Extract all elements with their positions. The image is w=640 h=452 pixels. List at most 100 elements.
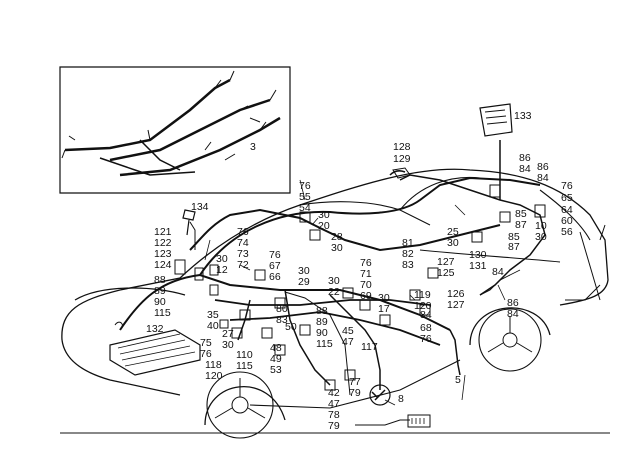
label-76f: 76 [420,333,432,345]
label-54: 54 [299,202,311,214]
label-10: 10 [535,220,547,232]
label-84e: 84 [420,309,432,321]
label-12: 12 [216,264,228,276]
label-30h: 30 [378,292,390,304]
label-81: 81 [402,237,414,249]
label-30i: 30 [222,339,234,351]
label-84a: 84 [519,163,531,175]
label-86c: 86 [507,297,519,309]
label-67: 67 [269,260,281,272]
label-53: 53 [270,364,282,376]
label-120b: 120 [205,370,223,382]
label-88b: 88 [154,274,166,286]
label-84c: 84 [492,266,504,278]
label-68: 68 [420,322,432,334]
label-28: 28 [331,231,343,243]
label-inset-3: 3 [250,141,256,153]
label-85a: 85 [515,208,527,220]
label-30c: 30 [318,209,330,221]
label-90b: 90 [154,296,166,308]
label-82: 82 [402,248,414,260]
label-25: 25 [447,226,459,238]
label-122: 122 [154,237,172,249]
label-60: 60 [561,215,573,227]
label-30e: 30 [216,253,228,265]
label-88a: 88 [316,305,328,317]
label-118: 118 [205,359,222,371]
label-40: 40 [207,320,219,332]
label-30g: 30 [328,275,340,287]
label-8: 8 [398,393,404,405]
label-83: 83 [402,259,414,271]
label-124: 124 [154,259,172,271]
label-71: 71 [360,268,372,280]
label-83b: 83 [276,314,288,326]
label-30b: 30 [447,237,459,249]
label-90a: 90 [316,327,328,339]
label-117: 117 [361,341,378,353]
label-79b: 79 [349,387,361,399]
label-89a: 89 [316,316,328,328]
label-89b: 89 [154,285,166,297]
label-76e: 76 [269,249,281,261]
callout-labels: 133 128 129 86 84 86 84 76 65 64 60 56 8… [146,110,573,432]
label-131: 131 [469,260,487,272]
label-130: 130 [469,249,487,261]
label-22: 22 [328,286,340,298]
label-50: 50 [285,321,297,333]
label-17: 17 [378,303,390,315]
label-127a: 127 [437,256,455,268]
label-47: 47 [342,336,354,348]
label-76b: 76 [360,257,372,269]
label-115b: 115 [236,360,253,372]
label-128: 128 [393,141,411,153]
label-79a: 79 [328,420,340,432]
label-75: 75 [200,337,212,349]
label-115a: 115 [316,338,333,350]
label-119: 119 [414,289,431,301]
label-77: 77 [349,376,361,388]
label-73: 73 [237,248,249,260]
label-87b: 87 [508,241,520,253]
label-5: 5 [455,374,461,386]
label-132: 132 [146,323,164,335]
label-30f: 30 [298,265,310,277]
label-72: 72 [237,259,249,271]
label-35: 35 [207,309,219,321]
label-110: 110 [236,349,253,361]
label-70: 70 [360,279,372,291]
label-20: 20 [318,220,330,232]
label-84b: 84 [537,172,549,184]
label-27: 27 [222,328,234,340]
label-134: 134 [191,201,209,213]
label-45: 45 [342,325,354,337]
label-120a: 120 [414,300,432,312]
label-86a: 86 [519,152,531,164]
inset-harness-panel: 3 [59,66,291,194]
label-29: 29 [298,276,310,288]
label-126: 126 [447,288,465,300]
label-30d: 30 [331,242,343,254]
label-47b: 47 [328,398,340,410]
label-66: 66 [269,271,281,283]
label-85b: 85 [508,231,520,243]
label-42: 42 [328,387,340,399]
label-129: 129 [393,153,411,165]
label-84d: 84 [507,308,519,320]
label-86b: 86 [537,161,549,173]
label-133: 133 [514,110,532,122]
label-30a: 30 [535,231,547,243]
label-69: 69 [360,290,372,302]
main-wiring-harness [109,103,546,428]
label-78: 78 [328,409,340,421]
label-115c: 115 [154,307,171,319]
label-76c: 76 [299,180,311,192]
label-65: 65 [561,192,573,204]
label-48: 48 [270,342,282,354]
label-123: 123 [154,248,172,260]
label-76d: 76 [237,226,249,238]
label-80: 80 [276,303,288,315]
label-87a: 87 [515,219,527,231]
